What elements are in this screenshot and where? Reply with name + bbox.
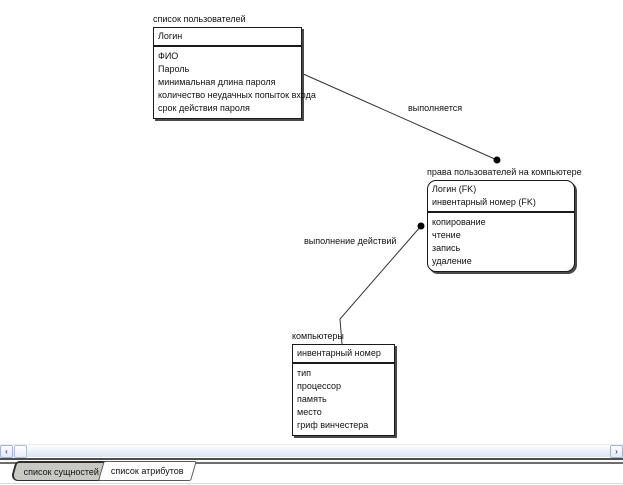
- attribute[interactable]: процессор: [297, 381, 342, 391]
- entity-computers-box[interactable]: инвентарный номер тип процессор память м…: [292, 344, 395, 436]
- entity-user-rights-box[interactable]: Логин (FK) инвентарный номер (FK) копиро…: [427, 180, 575, 272]
- relationship-label-actions: выполнение действий: [304, 236, 397, 246]
- relationship-line-performs[interactable]: [300, 72, 498, 161]
- tab-attribute-list-label: список атрибутов: [110, 466, 184, 476]
- tab-attribute-list[interactable]: список атрибутов: [98, 461, 197, 481]
- entity-users-box[interactable]: Логин ФИО Пароль минимальная длина парол…: [153, 27, 316, 119]
- attribute[interactable]: запись: [432, 243, 461, 253]
- attribute[interactable]: Пароль: [158, 64, 190, 74]
- entity-computers-attrs: тип процессор память место гриф винчесте…: [293, 364, 394, 435]
- scrollbar-thumb[interactable]: [14, 445, 27, 458]
- entity-user-rights[interactable]: права пользователей на компьютере Логин …: [427, 166, 582, 272]
- relationship-dot-performs: [493, 156, 501, 164]
- attribute[interactable]: чтение: [432, 230, 461, 240]
- entity-users-title: список пользователей: [153, 14, 246, 24]
- entity-computers-keys: инвентарный номер: [293, 345, 394, 364]
- tab-strip-rail: [0, 458, 623, 464]
- horizontal-scrollbar[interactable]: ‹ ›: [0, 444, 623, 458]
- tab-strip: список сущностей список атрибутов: [0, 461, 623, 482]
- attribute[interactable]: количество неудачных попыток входа: [158, 90, 316, 100]
- key-attribute[interactable]: Логин (FK): [432, 184, 477, 194]
- scroll-left-button[interactable]: ‹: [0, 445, 13, 458]
- attribute[interactable]: тип: [297, 368, 312, 378]
- attribute[interactable]: гриф винчестера: [297, 420, 369, 430]
- attribute[interactable]: память: [297, 394, 327, 404]
- attribute[interactable]: место: [297, 407, 322, 417]
- attribute[interactable]: копирование: [432, 217, 486, 227]
- entity-users[interactable]: список пользователей Логин ФИО Пароль ми…: [153, 13, 316, 119]
- bottom-border: [0, 483, 623, 484]
- tab-entity-list[interactable]: список сущностей: [10, 461, 113, 481]
- scroll-right-button[interactable]: ›: [610, 445, 623, 458]
- relationship-dot-actions: [417, 222, 425, 230]
- scroll-right-icon: ›: [615, 447, 618, 456]
- entity-user-rights-keys: Логин (FK) инвентарный номер (FK): [428, 181, 574, 213]
- entity-users-keys: Логин: [154, 28, 301, 47]
- relationship-label-performs: выполняется: [408, 103, 463, 113]
- entity-user-rights-title: права пользователей на компьютере: [427, 167, 582, 177]
- attribute[interactable]: удаление: [432, 256, 472, 266]
- attribute[interactable]: минимальная длина пароля: [158, 77, 276, 87]
- entity-computers-title: компьютеры: [292, 331, 344, 341]
- key-attribute[interactable]: Логин: [158, 31, 183, 41]
- key-attribute[interactable]: инвентарный номер (FK): [432, 197, 536, 207]
- attribute[interactable]: ФИО: [158, 51, 179, 61]
- entity-user-rights-attrs: копирование чтение запись удаление: [428, 213, 574, 271]
- scroll-left-icon: ‹: [5, 447, 8, 456]
- tab-entity-list-label: список сущностей: [23, 466, 100, 477]
- entity-users-attrs: ФИО Пароль минимальная длина пароля коли…: [154, 47, 316, 118]
- attribute[interactable]: срок действия пароля: [158, 103, 250, 113]
- key-attribute[interactable]: инвентарный номер: [297, 348, 381, 358]
- entity-computers[interactable]: компьютеры инвентарный номер тип процесс…: [292, 330, 395, 436]
